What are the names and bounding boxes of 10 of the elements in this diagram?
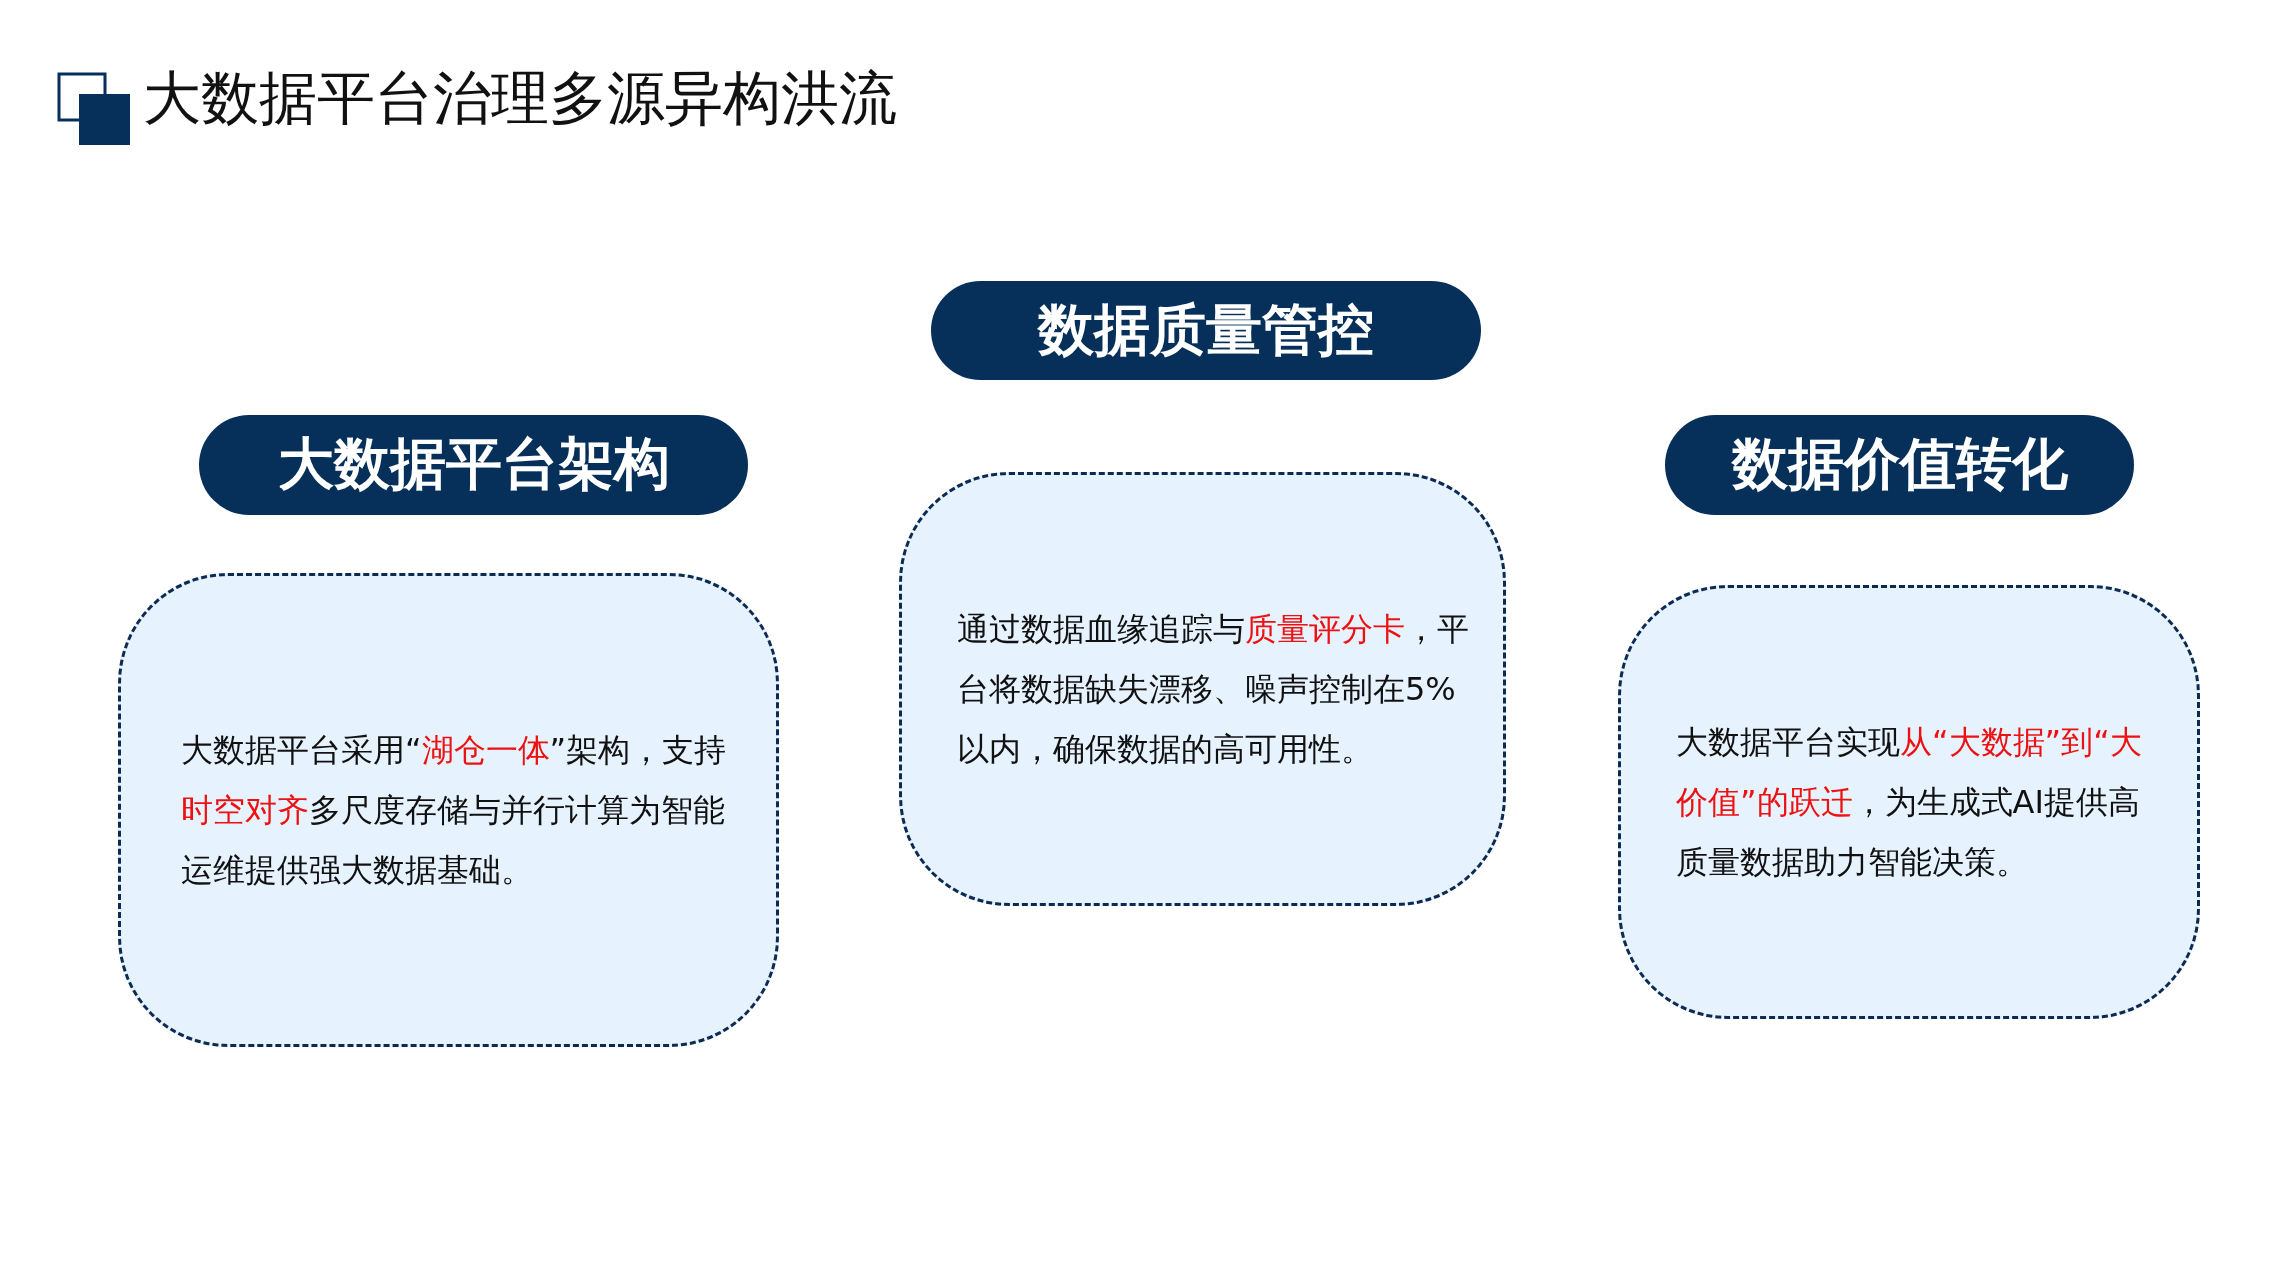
title: 大数据平台治理多源异构洪流: [143, 63, 897, 134]
body-text: 大数据平台实现从“大数据”到“大价值”的跃迁，为生成式AI提供高质量数据助力智能决策。: [1676, 722, 2143, 883]
section-heading: 数据质量管控: [931, 281, 1481, 380]
dashed-card: [118, 573, 779, 1047]
body-text: 通过数据血缘追踪与质量评分卡，平台将数据缺失漂移、噪声控制在5%以内，确保数据的高可用性。: [957, 609, 1470, 770]
dashed-card: [899, 472, 1506, 906]
section-heading: 数据价值转化: [1665, 415, 2134, 515]
section-heading: 大数据平台架构: [199, 415, 748, 515]
body-text: 大数据平台采用“湖仓一体”架构，支持时空对齐多尺度存储与并行计算为智能运维提供强大数据基础。: [181, 730, 728, 891]
dashed-card: [1618, 585, 2200, 1019]
